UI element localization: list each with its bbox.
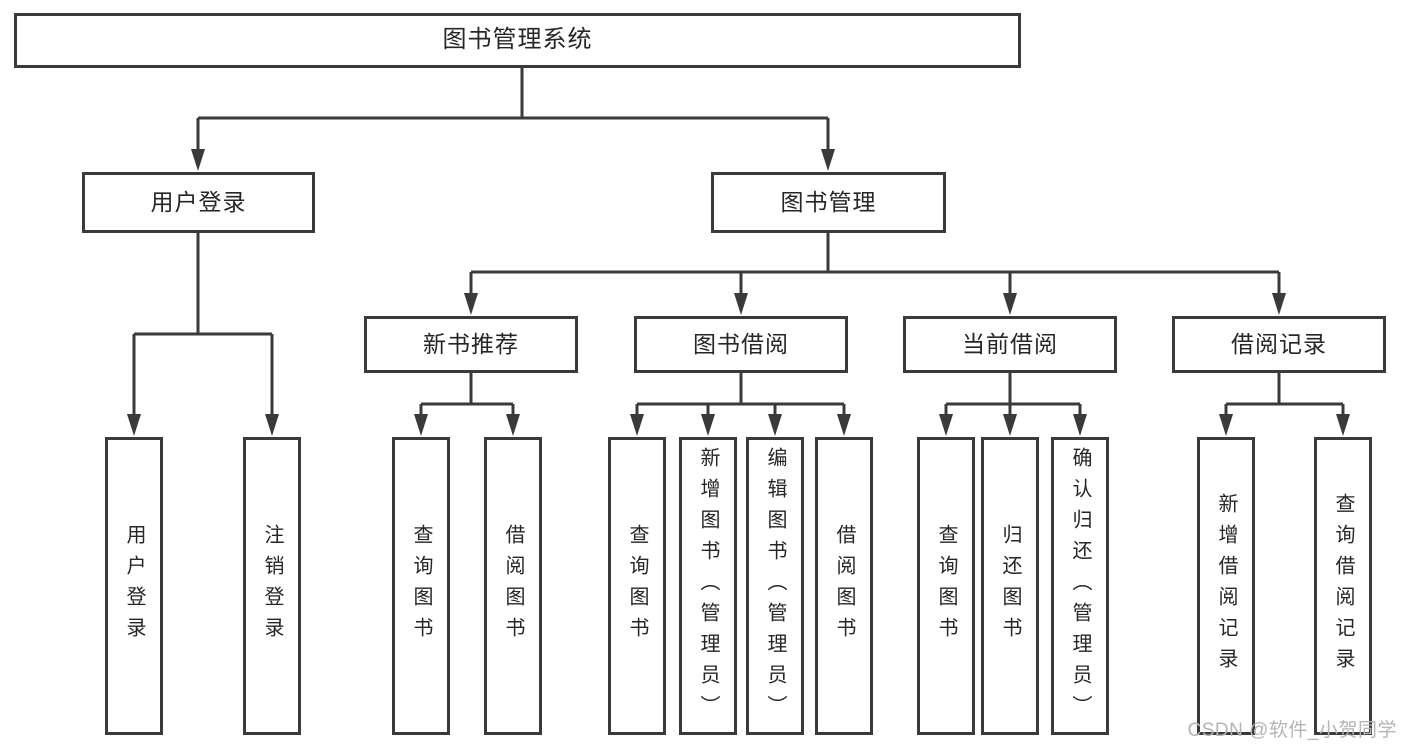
leaf-recommend-query-books: 查询图书 <box>392 437 450 735</box>
arrowhead-icon <box>1003 414 1017 436</box>
node-root-system: 图书管理系统 <box>14 13 1021 68</box>
arrowhead-icon <box>1003 293 1017 315</box>
arrowhead-icon <box>127 414 141 436</box>
arrowhead-icon <box>821 149 835 171</box>
arrowhead-icon <box>1219 414 1233 436</box>
leaf-add-books-admin-label: 新增图书（管理员） <box>697 446 719 726</box>
leaf-add-borrow-record: 新增借阅记录 <box>1197 437 1255 735</box>
arrowhead-icon <box>1336 414 1350 436</box>
connector-newbook-to-leaves <box>419 373 515 414</box>
node-book-management-label: 图书管理 <box>780 188 877 215</box>
leaf-borrow-query-books-label: 查询图书 <box>626 524 648 648</box>
leaf-edit-books-admin-label: 编辑图书（管理员） <box>764 446 786 726</box>
node-user-login: 用户登录 <box>82 172 315 233</box>
leaf-recommend-borrow-books-label: 借阅图书 <box>502 524 524 648</box>
arrowhead-icon <box>464 293 478 315</box>
leaf-confirm-return-admin-label: 确认归还（管理员） <box>1069 446 1091 726</box>
leaf-borrow-books-label: 借阅图书 <box>833 524 855 648</box>
connector-records-to-leaves <box>1224 373 1345 414</box>
node-new-book-recommend: 新书推荐 <box>364 316 578 373</box>
leaf-logout: 注销登录 <box>243 437 301 735</box>
leaf-recommend-query-books-label: 查询图书 <box>410 524 432 648</box>
node-borrow-records-label: 借阅记录 <box>1231 330 1327 357</box>
arrowhead-icon <box>630 414 644 436</box>
leaf-confirm-return-admin: 确认归还（管理员） <box>1051 437 1109 735</box>
leaf-user-login-label: 用户登录 <box>123 524 145 648</box>
connector-root-to-level2 <box>196 68 830 149</box>
leaf-query-borrow-record: 查询借阅记录 <box>1314 437 1372 735</box>
leaf-borrow-books: 借阅图书 <box>815 437 873 735</box>
arrowhead-icon <box>191 149 205 171</box>
leaf-edit-books-admin: 编辑图书（管理员） <box>746 437 804 735</box>
arrowhead-icon <box>734 293 748 315</box>
node-book-management: 图书管理 <box>711 172 946 233</box>
node-root-label: 图书管理系统 <box>442 26 593 54</box>
arrowhead-icon <box>837 414 851 436</box>
leaf-current-query-books-label: 查询图书 <box>935 524 957 648</box>
arrowhead-icon <box>265 414 279 436</box>
arrowheads <box>127 149 1350 436</box>
node-user-login-label: 用户登录 <box>150 188 247 215</box>
node-current-borrow: 当前借阅 <box>903 316 1117 373</box>
arrowhead-icon <box>939 414 953 436</box>
leaf-add-borrow-record-label: 新增借阅记录 <box>1215 493 1237 679</box>
node-current-borrow-label: 当前借阅 <box>962 330 1058 357</box>
connector-current-to-leaves <box>944 373 1082 414</box>
node-book-borrow-label: 图书借阅 <box>693 330 789 357</box>
arrowhead-icon <box>506 414 520 436</box>
arrowhead-icon <box>1272 293 1286 315</box>
leaf-borrow-query-books: 查询图书 <box>608 437 666 735</box>
node-book-borrow: 图书借阅 <box>634 316 848 373</box>
leaf-query-borrow-record-label: 查询借阅记录 <box>1332 493 1354 679</box>
leaf-return-books-label: 归还图书 <box>999 524 1021 648</box>
node-borrow-records: 借阅记录 <box>1172 316 1386 373</box>
leaf-return-books: 归还图书 <box>981 437 1039 735</box>
arrowhead-icon <box>701 414 715 436</box>
connector-userlogin-to-leaves <box>132 233 274 414</box>
leaf-current-query-books: 查询图书 <box>917 437 975 735</box>
leaf-add-books-admin: 新增图书（管理员） <box>679 437 737 735</box>
leaf-logout-label: 注销登录 <box>261 524 283 648</box>
arrowhead-icon <box>414 414 428 436</box>
arrowhead-icon <box>1073 414 1087 436</box>
node-new-book-recommend-label: 新书推荐 <box>423 330 519 357</box>
leaf-user-login: 用户登录 <box>105 437 163 735</box>
leaf-recommend-borrow-books: 借阅图书 <box>484 437 542 735</box>
arrowhead-icon <box>768 414 782 436</box>
connector-bookmgmt-to-level3 <box>469 233 1281 293</box>
connector-borrow-to-leaves <box>635 373 846 414</box>
